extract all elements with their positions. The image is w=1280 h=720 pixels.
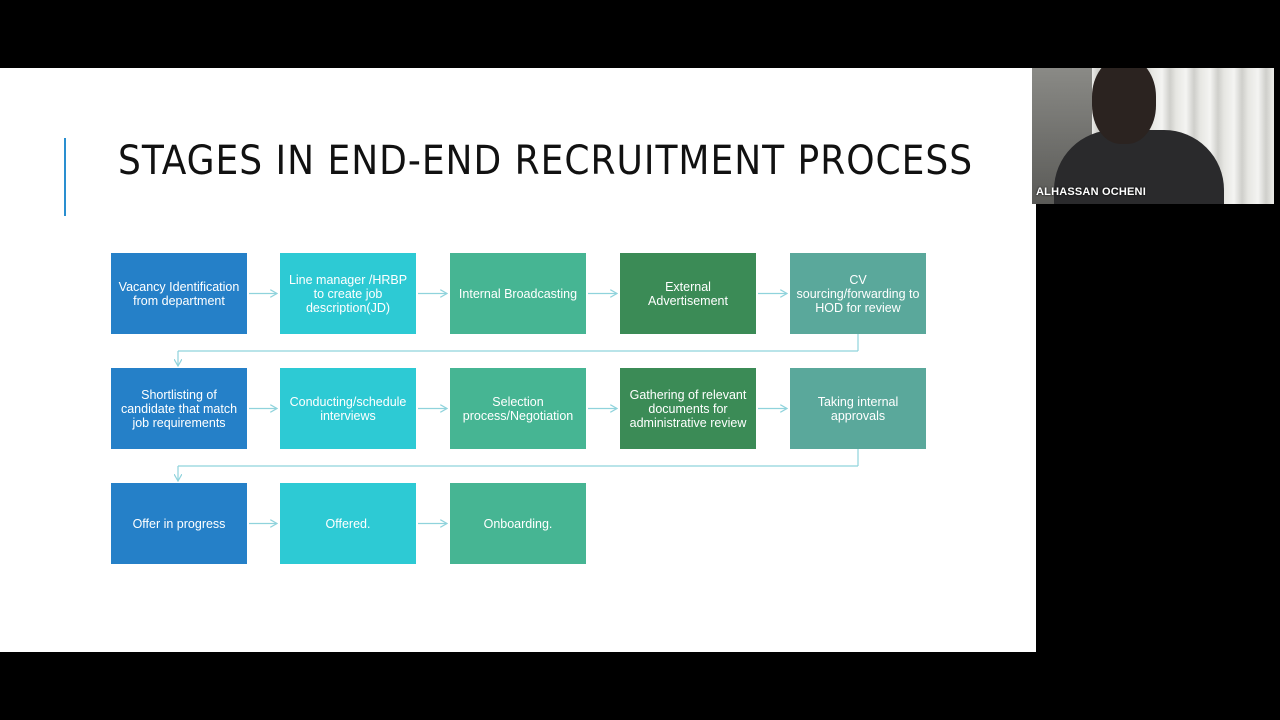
slide-title: STAGES IN END-END RECRUITMENT PROCESS <box>118 138 974 184</box>
stage-offered: Offered. <box>280 483 416 564</box>
title-accent-bar <box>64 138 66 216</box>
stage-interviews: Conducting/schedule interviews <box>280 368 416 449</box>
participant-body <box>1054 130 1224 204</box>
flow-arrows <box>178 294 859 524</box>
participant-video-tile[interactable]: ALHASSAN OCHENI <box>1032 68 1274 204</box>
stage-vacancy-identification: Vacancy Identification from department <box>111 253 247 334</box>
participant-name-label: ALHASSAN OCHENI <box>1036 186 1146 198</box>
stage-internal-approvals: Taking internal approvals <box>790 368 926 449</box>
stage-document-gathering: Gathering of relevant documents for admi… <box>620 368 756 449</box>
flow-connectors <box>0 68 859 652</box>
presentation-slide: STAGES IN END-END RECRUITMENT PROCESS Va… <box>0 68 1036 652</box>
stage-external-advertisement: External Advertisement <box>620 253 756 334</box>
stage-internal-broadcasting: Internal Broadcasting <box>450 253 586 334</box>
participant-head <box>1092 68 1156 144</box>
stage-onboarding: Onboarding. <box>450 483 586 564</box>
stage-job-description: Line manager /HRBP to create job descrip… <box>280 253 416 334</box>
stage-selection-negotiation: Selection process/Negotiation <box>450 368 586 449</box>
stage-shortlisting: Shortlisting of candidate that match job… <box>111 368 247 449</box>
stage-cv-sourcing: CV sourcing/forwarding to HOD for review <box>790 253 926 334</box>
stage-offer-in-progress: Offer in progress <box>111 483 247 564</box>
